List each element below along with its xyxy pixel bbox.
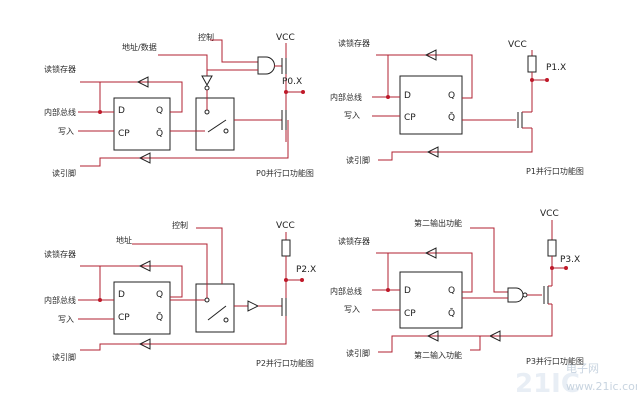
p1-q: Q: [448, 91, 455, 101]
p0-label-write: 写入: [58, 127, 74, 136]
watermark-url: www.21ic.com: [566, 380, 637, 393]
p0-label-addr-data: 地址/数据: [122, 42, 157, 52]
p0-vcc: VCC: [276, 33, 295, 43]
p3-caption: P3并行口功能图: [526, 356, 584, 366]
p2-label-read-pin: 读引脚: [52, 352, 76, 362]
p2-label-read-latch: 读锁存器: [44, 249, 76, 259]
p3-port: P3.X: [560, 255, 580, 265]
p3-buffer-pin-icon: [426, 330, 439, 342]
p0-qb: Q̄: [156, 127, 163, 139]
p2-switch-box: [195, 283, 235, 333]
panel-p2: D Q CP Q̄ 读锁存器 内部总线 写入 地址 控制 VCC: [44, 220, 316, 368]
p2-label-write: 写入: [58, 315, 74, 324]
p1-vcc: VCC: [508, 40, 527, 50]
p3-q: Q: [448, 286, 455, 296]
p1-label-read-pin: 读引脚: [346, 155, 370, 165]
p3-cp: CP: [404, 309, 416, 319]
p3-label-read-pin: 读引脚: [346, 348, 370, 358]
p1-d: D: [404, 91, 411, 101]
p3-label-alt-out: 第二输出功能: [414, 218, 462, 228]
p3-label-alt-in: 第二输入功能: [414, 350, 462, 360]
p0-cp: CP: [118, 129, 130, 139]
p1-buffer-latch-icon: [424, 49, 437, 61]
watermark-brand: 21IC: [515, 369, 580, 399]
p2-label-control: 控制: [172, 220, 188, 230]
p1-label-bus: 内部总线: [330, 92, 362, 102]
p0-q: Q: [156, 106, 163, 116]
p2-buffer-pin-icon: [138, 338, 151, 350]
watermark: 21IC 电子网 www.21ic.com: [515, 362, 637, 399]
p1-label-write: 写入: [344, 111, 360, 120]
p3-latch: [399, 271, 463, 329]
p3-buffer-alt-in-icon: [488, 330, 501, 342]
p1-caption: P1并行口功能图: [526, 166, 584, 176]
p2-caption: P2并行口功能图: [256, 358, 314, 368]
p0-buffer-pin-icon: [138, 152, 151, 164]
p3-label-write: 写入: [344, 305, 360, 314]
p2-latch: [113, 281, 171, 335]
p3-d: D: [404, 286, 411, 296]
p0-label-read-latch: 读锁存器: [44, 64, 76, 74]
p3-qb: Q̄: [448, 307, 455, 319]
panel-p3: D Q CP Q̄ 第二输出功能 读锁存器 内部总线 写入 VCC P3.X: [330, 209, 584, 366]
watermark-sub: 电子网: [566, 362, 599, 375]
p2-d: D: [118, 290, 125, 300]
p2-cp: CP: [118, 313, 130, 323]
p0-caption: P0并行口功能图: [256, 168, 314, 178]
p2-q: Q: [156, 290, 163, 300]
p0-latch: [113, 97, 171, 151]
p3-buffer-latch-icon: [424, 247, 437, 259]
p0-label-control: 控制: [198, 32, 214, 42]
p2-vcc: VCC: [276, 221, 295, 231]
p0-d: D: [118, 106, 125, 116]
panel-p0: D Q CP Q̄ 内部总线 写入 读锁存器 读引脚 地址/数据: [44, 32, 314, 178]
p0-inverter-icon: [201, 75, 213, 87]
p1-port: P1.X: [546, 63, 566, 73]
p0-label-bus: 内部总线: [44, 107, 76, 117]
p1-label-read-latch: 读锁存器: [338, 38, 370, 48]
p0-label-read-pin: 读引脚: [52, 168, 76, 178]
p0-switch-box: [195, 97, 235, 151]
p1-cp: CP: [404, 113, 416, 123]
p2-label-addr: 地址: [116, 235, 132, 245]
p0-port: P0.X: [282, 77, 302, 87]
p2-port: P2.X: [296, 265, 316, 275]
p1-qb: Q̄: [448, 111, 455, 123]
p2-label-bus: 内部总线: [44, 295, 76, 305]
p3-label-bus: 内部总线: [330, 286, 362, 296]
p0-and-gate-icon: [257, 56, 275, 75]
p3-vcc: VCC: [540, 209, 559, 219]
p2-inverter-icon: [247, 300, 260, 312]
p0-buffer-latch-icon: [136, 76, 149, 88]
panel-p1: D Q CP Q̄ 读锁存器 内部总线 写入 VCC P1.X 读引脚 P1并行…: [330, 38, 584, 176]
p1-buffer-pin-icon: [426, 146, 439, 158]
p2-qb: Q̄: [156, 311, 163, 323]
p1-latch: [399, 75, 463, 135]
p3-label-read-latch: 读锁存器: [338, 236, 370, 246]
p2-buffer-latch-icon: [138, 260, 151, 272]
